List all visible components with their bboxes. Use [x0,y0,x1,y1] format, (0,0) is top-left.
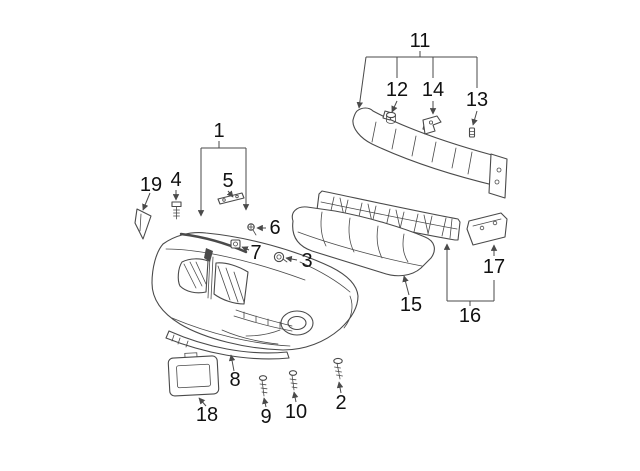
callout-4: 4 [170,169,181,191]
part-bracket-17 [466,212,508,246]
callout-12: 12 [386,79,408,101]
part-screw-6 [247,223,257,236]
part-screw-2 [333,357,343,380]
callout-6: 6 [269,217,280,239]
callout-18: 18 [196,404,218,426]
part-screw-10 [288,370,298,391]
part-bolt-4 [171,201,182,220]
part-bumper-cover [151,232,359,351]
part-trim-stick-19 [134,208,152,240]
callout-8: 8 [229,369,240,391]
part-energy-absorber [291,206,435,277]
part-clip-12 [385,111,397,124]
callout-1: 1 [213,120,224,142]
callout-15: 15 [400,294,422,316]
callout-11: 11 [410,30,431,52]
callout-7: 7 [250,242,261,264]
callout-14: 14 [422,79,444,101]
callout-3: 3 [301,250,312,272]
leader-lines [142,51,498,408]
callout-17: 17 [483,256,505,278]
callout-16: 16 [459,305,481,327]
part-bolt-3 [273,251,288,263]
callout-10: 10 [285,401,307,423]
callout-13: 13 [466,89,488,111]
callout-9: 9 [260,406,271,428]
part-grommet-7 [230,239,241,249]
part-screw-9 [258,375,268,397]
callout-5: 5 [222,170,233,192]
part-rivet-13 [468,127,476,138]
part-lower-deflector [165,330,290,360]
part-retainer-strip-5 [217,192,245,205]
part-license-plate-bracket [167,352,220,397]
callout-19: 19 [140,174,162,196]
part-bracket-14 [422,115,442,135]
callout-2: 2 [335,392,346,414]
